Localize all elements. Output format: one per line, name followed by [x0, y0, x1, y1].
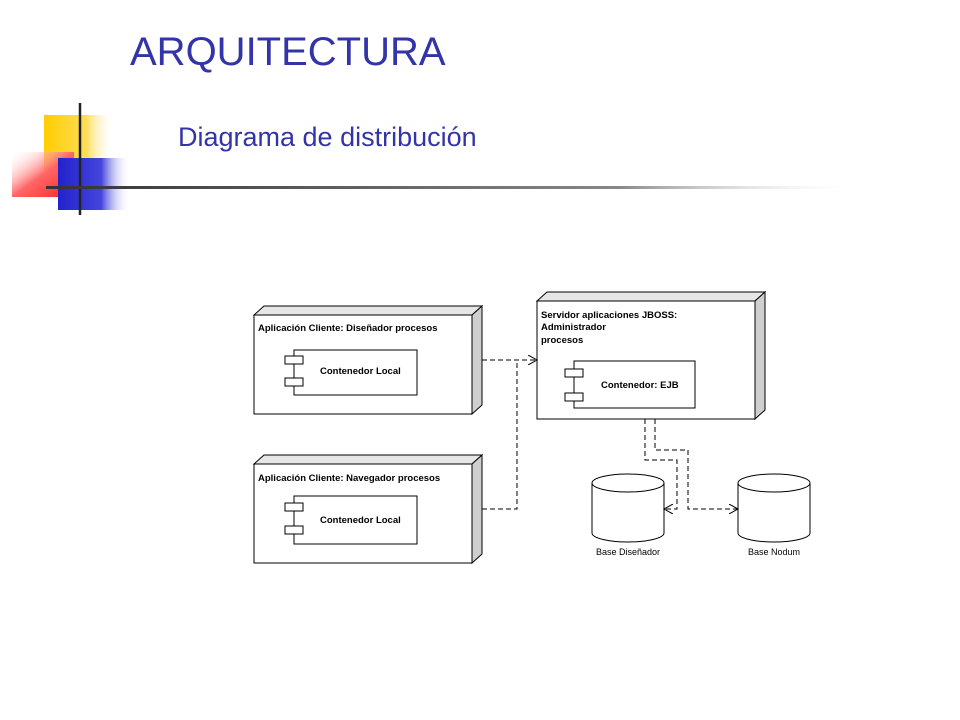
horizontal-rule — [46, 186, 866, 189]
component-client-designer-label: Contenedor Local — [320, 366, 401, 377]
page-subtitle: Diagrama de distribución — [178, 122, 477, 152]
database-nodum-label: Base Nodum — [748, 547, 800, 557]
component-client-browser-label: Contenedor Local — [320, 515, 401, 526]
node-server-label-line-3: procesos — [541, 335, 583, 346]
node-client-browser: Aplicación Cliente: Navegador procesos C… — [252, 453, 484, 565]
connector-server-to-base-designer — [644, 419, 678, 509]
database-nodum: Base Nodum — [737, 473, 811, 557]
component-server-ejb-label: Contenedor: EJB — [601, 380, 679, 391]
slide-decoration — [12, 103, 866, 215]
component-client-designer: Contenedor Local — [284, 349, 418, 396]
node-server-label-line-1: Servidor aplicaciones JBOSS: — [541, 310, 677, 321]
node-server-label-line-2: Administrador — [541, 322, 606, 333]
connector-server-to-base-nodum — [654, 419, 738, 509]
component-server-ejb: Contenedor: EJB — [564, 360, 696, 409]
node-server-jboss: Servidor aplicaciones JBOSS: Administrad… — [535, 290, 767, 421]
connector-browser-to-server — [482, 360, 518, 510]
database-designer-label: Base Diseñador — [596, 547, 660, 557]
connectors — [482, 360, 738, 509]
component-client-browser: Contenedor Local — [284, 495, 418, 545]
blue-square — [58, 158, 130, 210]
page-title: ARQUITECTURA — [130, 30, 446, 74]
node-client-browser-label: Aplicación Cliente: Navegador procesos — [258, 473, 440, 484]
database-designer: Base Diseñador — [591, 473, 665, 557]
node-client-designer: Aplicación Cliente: Diseñador procesos C… — [252, 304, 484, 416]
node-client-designer-label: Aplicación Cliente: Diseñador procesos — [258, 323, 438, 334]
